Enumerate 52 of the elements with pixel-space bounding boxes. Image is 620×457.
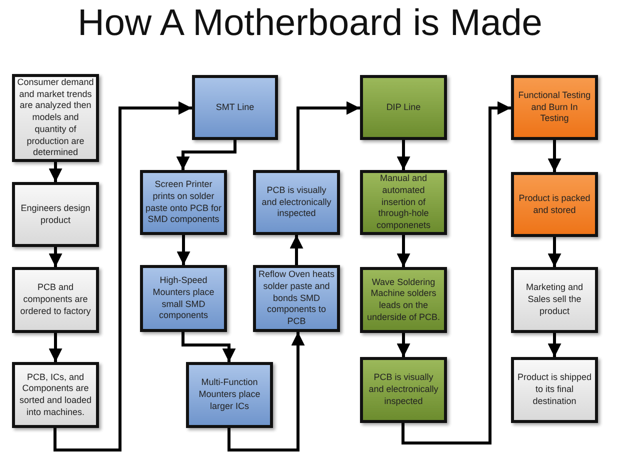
arrow (54, 101, 192, 452)
arrow (176, 140, 236, 170)
box-text: Wave Soldering Machine solders leads on the underside of PCB. (366, 276, 442, 324)
box-text: Functional Testing and Burn In Testing (517, 90, 592, 126)
process-box (360, 170, 447, 235)
process-box (360, 267, 447, 333)
process-box (511, 357, 598, 423)
arrow (48, 162, 62, 182)
arrow (296, 101, 360, 170)
arrow (228, 332, 305, 452)
box-text: PCB and components are ordered to factory (19, 282, 92, 318)
arrow (48, 333, 62, 362)
process-box (140, 265, 227, 332)
box-text: Manual and automated insertion of through-hole componenets (375, 173, 432, 232)
arrow (48, 247, 62, 267)
process-box (186, 362, 273, 428)
process-box (12, 267, 99, 333)
process-box (511, 267, 598, 333)
process-box (192, 75, 278, 140)
arrow (396, 235, 410, 267)
arrow (396, 333, 410, 357)
box-text: Product is shipped to its final destination (516, 372, 593, 408)
box-text: Marketing and Sales sell the product (524, 282, 584, 318)
box-text: Multi-Function Mounters place larger ICs (198, 377, 262, 413)
arrow (402, 101, 511, 444)
box-text: PCB is visually and electronically inspected (368, 372, 440, 408)
process-box (253, 170, 340, 235)
box-text: Engineers design product (20, 202, 92, 226)
process-box (360, 357, 447, 423)
process-box (140, 170, 227, 235)
diagram-title: How A Motherboard is Made (76, 2, 544, 44)
box-text: Screen Printer prints on solder paste onto PCB for SMD components (145, 179, 222, 226)
box-text: PCB is visually and electronically inspected (260, 184, 332, 220)
process-box (12, 182, 99, 247)
process-box (360, 75, 447, 140)
arrow (548, 333, 562, 357)
box-text: DIP Line (386, 102, 421, 114)
box-text: PCB, ICs, and Components are sorted and loaded into machines. (18, 372, 93, 418)
arrow (548, 140, 562, 172)
box-text: Consumer demand and market trends are analyzed then models and quantity of production are determined (17, 77, 94, 159)
arrow (176, 235, 190, 265)
box-text: High-Speed Mounters place small SMD components (152, 275, 216, 322)
process-box (12, 362, 99, 428)
box-text: SMT Line (216, 102, 254, 114)
arrow (182, 332, 236, 362)
box-text: Reflow Oven heats solder paste and bonds SMD components to PCB (258, 269, 335, 328)
process-box (511, 172, 598, 237)
arrow (548, 237, 562, 267)
arrow (290, 235, 304, 265)
process-box (511, 75, 598, 140)
box-text: Product is packed and stored (518, 192, 592, 216)
arrow (396, 140, 410, 170)
